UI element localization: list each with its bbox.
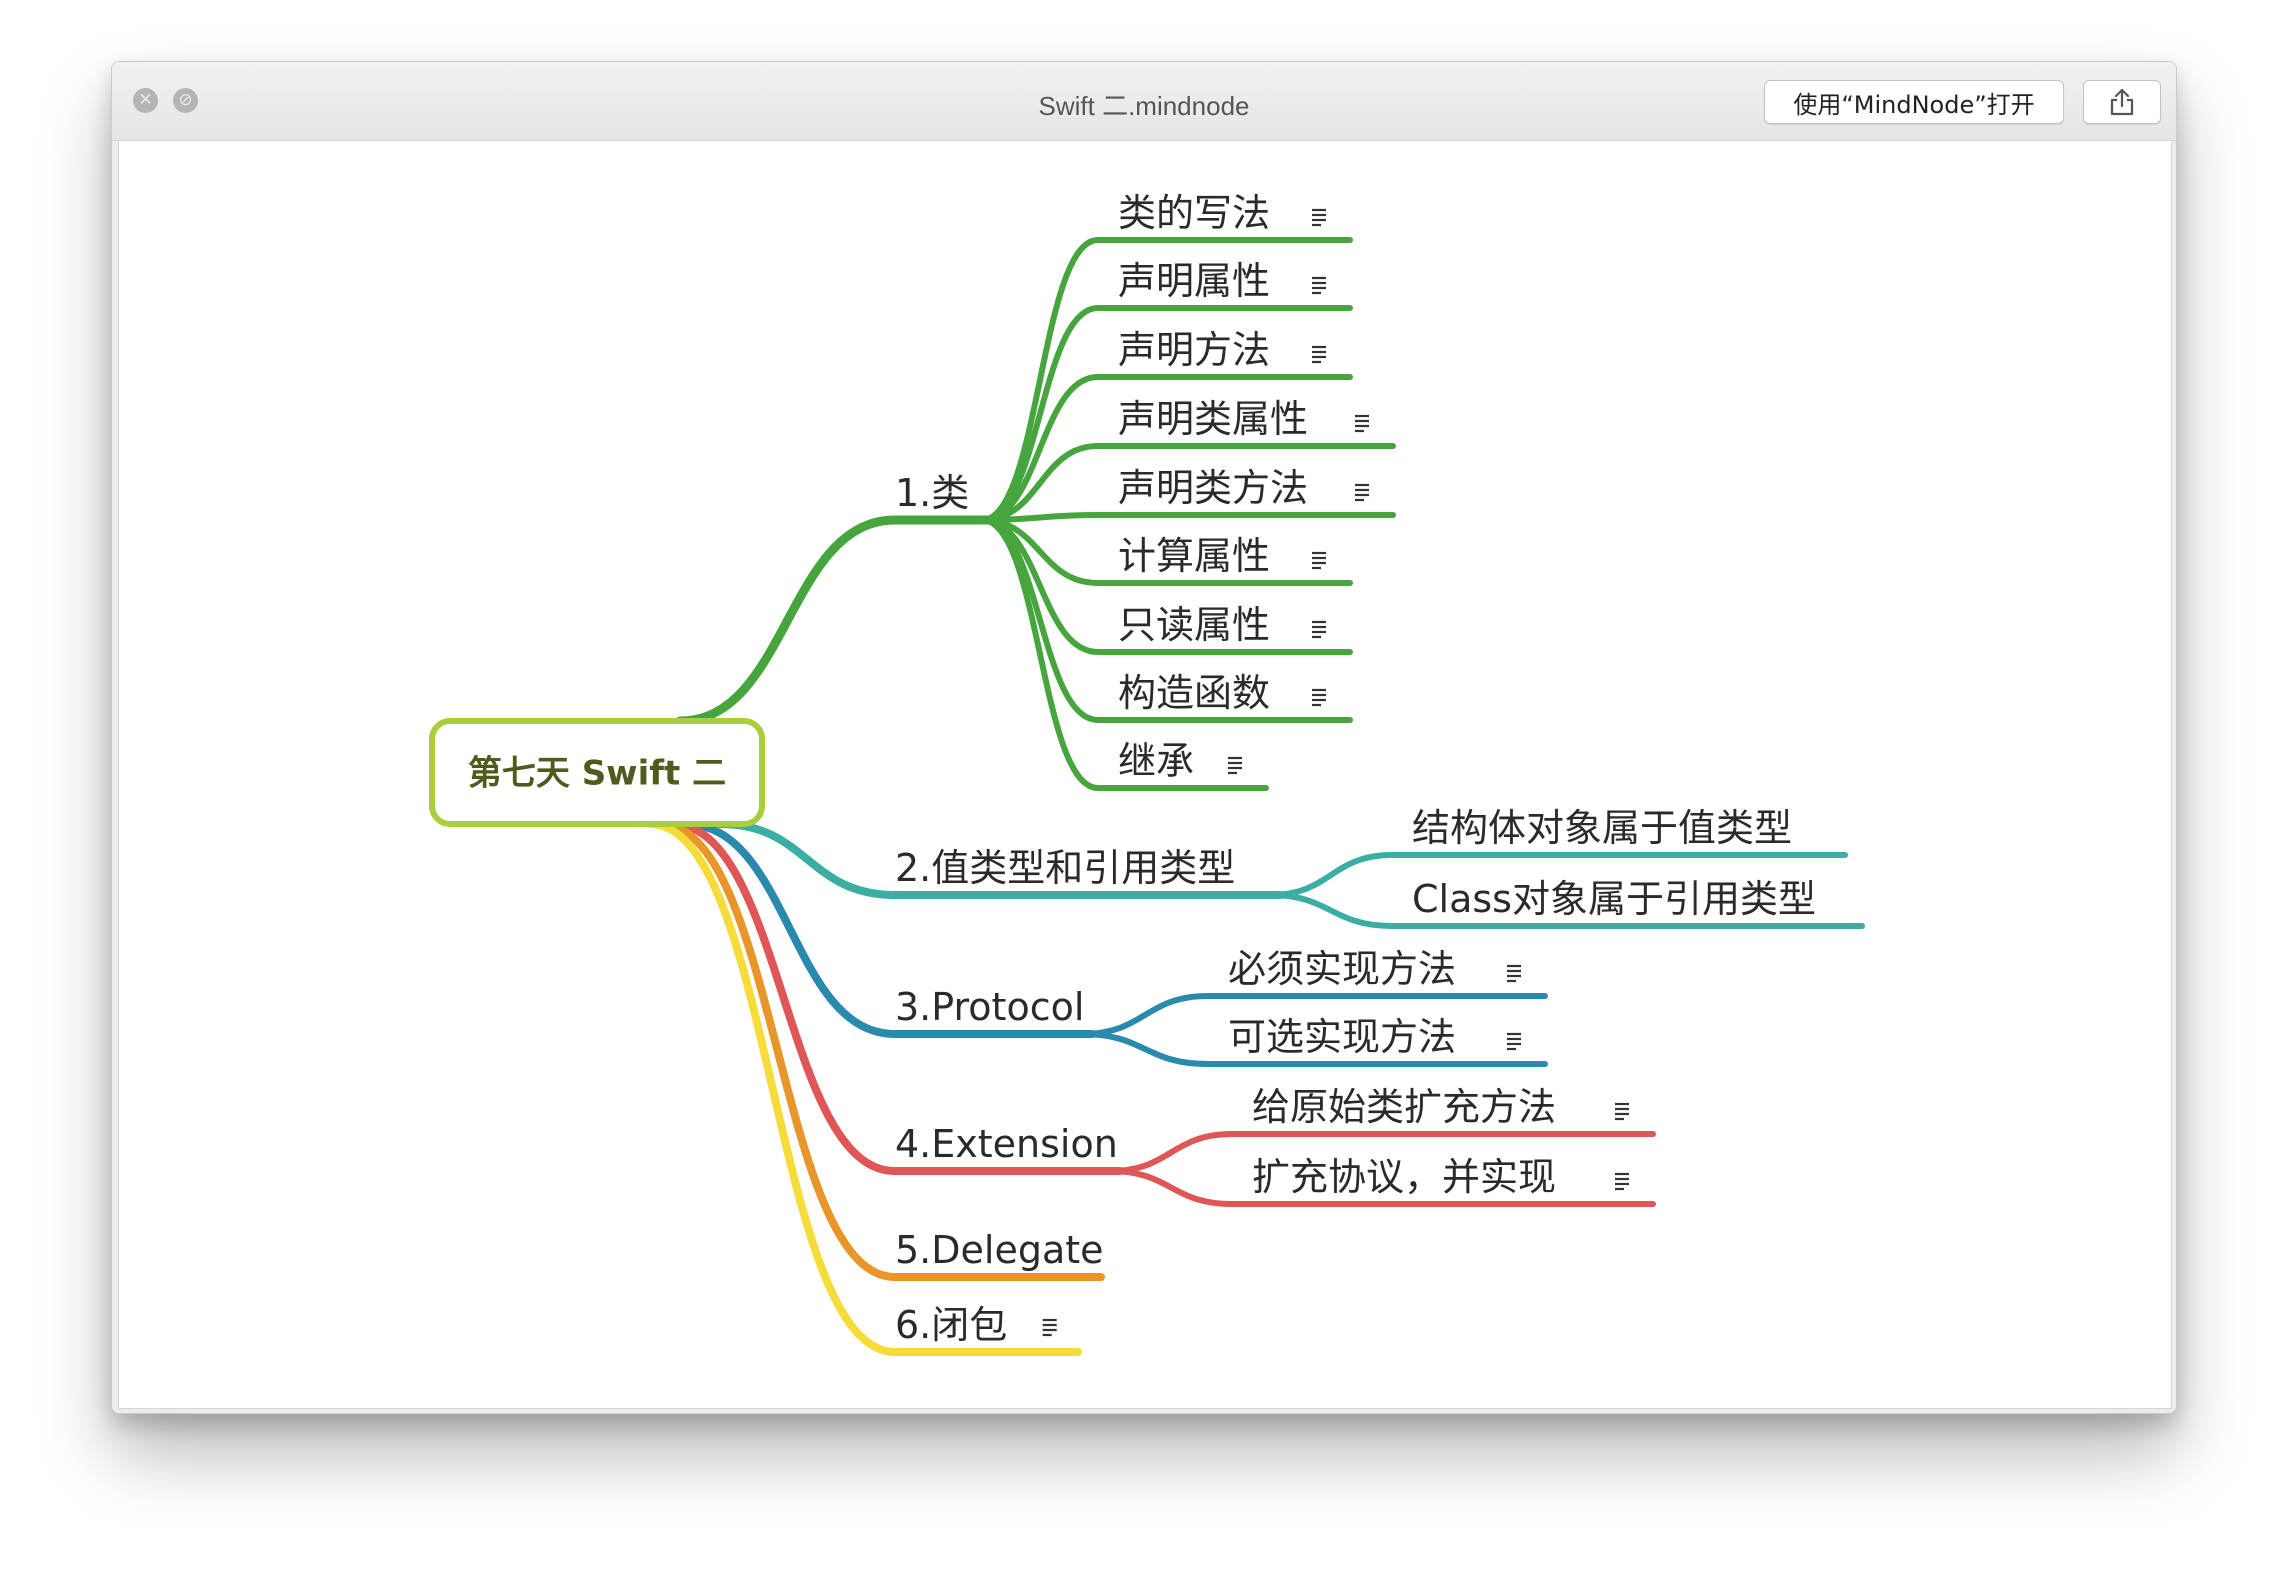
child-label[interactable]: 声明属性 <box>1118 259 1270 303</box>
child-label[interactable]: 给原始类扩充方法 <box>1252 1085 1556 1129</box>
note-icon[interactable] <box>1507 964 1521 983</box>
root-node[interactable]: 第七天 Swift 二 <box>429 718 765 827</box>
child-connector <box>1267 852 1395 898</box>
child-label[interactable]: 计算属性 <box>1118 534 1270 578</box>
child-connector <box>979 517 1101 655</box>
branch-connector <box>675 515 900 726</box>
note-icon[interactable] <box>1507 1032 1521 1051</box>
child-label[interactable]: 声明类属性 <box>1118 397 1308 441</box>
share-icon <box>2110 88 2134 116</box>
child-connector <box>1267 892 1395 929</box>
child-label[interactable]: 只读属性 <box>1118 603 1270 647</box>
branch-connector <box>646 820 899 1356</box>
branch-label[interactable]: 1.类 <box>895 471 969 515</box>
child-label[interactable]: Class对象属于引用类型 <box>1412 877 1816 921</box>
app-window: ✕ ⊘ Swift 二.mindnode 使用“MindNode”打开 <box>111 61 2177 1414</box>
document-canvas <box>118 140 2172 1409</box>
note-icon[interactable] <box>1228 756 1242 775</box>
branch-label[interactable]: 6.闭包 <box>895 1303 1007 1347</box>
note-icon[interactable] <box>1312 551 1326 570</box>
share-button[interactable] <box>2083 80 2161 124</box>
title-bar: ✕ ⊘ Swift 二.mindnode 使用“MindNode”打开 <box>112 62 2176 141</box>
note-icon[interactable] <box>1312 276 1326 295</box>
note-icon[interactable] <box>1312 345 1326 364</box>
child-connector <box>1107 1168 1235 1207</box>
note-icon[interactable] <box>1355 414 1369 433</box>
branch-label[interactable]: 3.Protocol <box>895 985 1084 1029</box>
child-connector <box>979 517 1101 791</box>
child-label[interactable]: 声明方法 <box>1118 328 1270 372</box>
root-node-label: 第七天 Swift 二 <box>468 754 726 794</box>
child-label[interactable]: 可选实现方法 <box>1228 1015 1456 1059</box>
note-icon[interactable] <box>1355 483 1369 502</box>
close-icon[interactable]: ✕ <box>133 88 158 113</box>
window-title: Swift 二.mindnode <box>1038 91 1250 121</box>
branch-label[interactable]: 5.Delegate <box>895 1228 1104 1272</box>
child-connector <box>1079 993 1211 1037</box>
branch-connector <box>668 820 899 1175</box>
child-connector <box>1079 1031 1211 1067</box>
branch-label[interactable]: 2.值类型和引用类型 <box>895 846 1235 890</box>
child-label[interactable]: 构造函数 <box>1118 671 1270 715</box>
child-label[interactable]: 类的写法 <box>1118 191 1270 235</box>
fullscreen-icon[interactable]: ⊘ <box>173 88 198 113</box>
note-icon[interactable] <box>1615 1102 1629 1121</box>
note-icon[interactable] <box>1042 1318 1057 1337</box>
branch-connector <box>716 820 899 899</box>
child-label[interactable]: 必须实现方法 <box>1228 947 1456 991</box>
note-icon[interactable] <box>1312 620 1326 639</box>
child-connector <box>1107 1131 1235 1174</box>
open-in-mindnode-button[interactable]: 使用“MindNode”打开 <box>1764 80 2064 124</box>
child-label[interactable]: 声明类方法 <box>1118 466 1308 510</box>
branch-label[interactable]: 4.Extension <box>895 1122 1118 1166</box>
child-label[interactable]: 扩充协议，并实现 <box>1252 1155 1556 1199</box>
note-icon[interactable] <box>1312 208 1326 227</box>
note-icon[interactable] <box>1615 1172 1629 1191</box>
child-label[interactable]: 结构体对象属于值类型 <box>1412 806 1792 850</box>
note-icon[interactable] <box>1312 688 1326 707</box>
child-connector <box>979 305 1101 523</box>
branch-connector <box>681 820 899 1038</box>
branch-connector <box>656 820 899 1281</box>
child-label[interactable]: 继承 <box>1118 739 1194 783</box>
